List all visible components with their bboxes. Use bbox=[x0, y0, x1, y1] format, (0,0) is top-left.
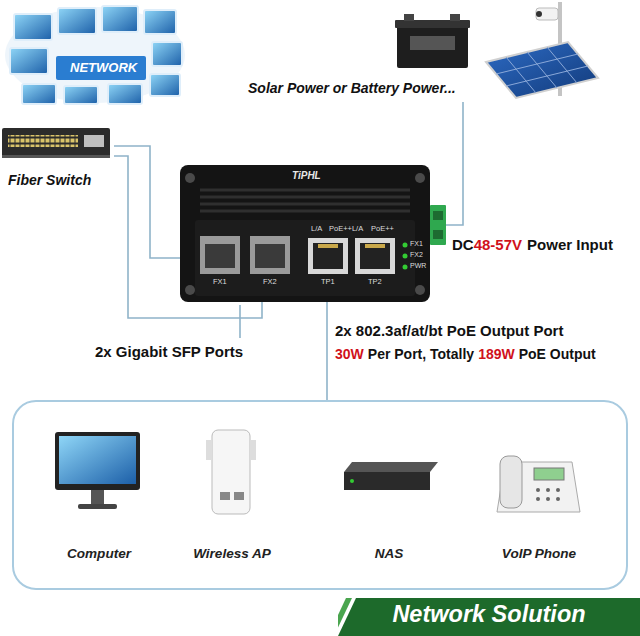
label-text: L/A bbox=[311, 225, 322, 234]
device-panel: ComputerWireless AP NASVoIP Phone bbox=[12, 400, 628, 590]
label-text: PWR bbox=[410, 262, 426, 270]
connector-line bbox=[446, 102, 463, 225]
poe-switch-image bbox=[180, 165, 446, 302]
spec-text: 48-57V bbox=[474, 236, 522, 253]
label-text: FX2 bbox=[263, 278, 277, 287]
connector-line bbox=[114, 146, 180, 258]
device-item: NAS bbox=[314, 422, 464, 582]
text-line: DC48-57V Power Input bbox=[452, 236, 613, 253]
node-label: Wireless AP bbox=[157, 546, 307, 562]
solar-camera-image bbox=[486, 2, 598, 98]
label-text: TP1 bbox=[321, 278, 335, 287]
device-item: Wireless AP bbox=[157, 422, 307, 582]
nas-icon bbox=[344, 462, 438, 490]
access-point-icon bbox=[206, 430, 256, 514]
label-text: 2x 802.3af/at/bt PoE Output Port bbox=[335, 322, 563, 339]
spec-text: 189W bbox=[478, 346, 515, 362]
label-text: NETWORK bbox=[70, 61, 137, 76]
label-text: FX2 bbox=[410, 251, 423, 259]
battery-image bbox=[395, 14, 470, 68]
connector-line bbox=[114, 156, 262, 318]
device-item: Computer bbox=[24, 422, 174, 582]
label-text: FX1 bbox=[213, 278, 227, 287]
node-label: Fiber Switch bbox=[8, 172, 91, 188]
node-label: Computer bbox=[24, 546, 174, 562]
label-text: 2x Gigabit SFP Ports bbox=[95, 343, 243, 360]
node-label: Solar Power or Battery Power... bbox=[248, 80, 456, 96]
label-text: FX1 bbox=[410, 240, 423, 248]
spec-text: 30W bbox=[335, 346, 364, 362]
power-source: Solar Power or Battery Power... bbox=[245, 4, 612, 102]
leader-line bbox=[239, 305, 241, 338]
spec-text: Per Port, Totally bbox=[368, 346, 474, 362]
node-label: NAS bbox=[314, 546, 464, 562]
banner-stripe bbox=[338, 598, 352, 636]
node-label: TiPHL bbox=[292, 170, 321, 182]
text-line: 30WPer Port, Totally189WPoE Output bbox=[335, 346, 596, 362]
spec-text: DC bbox=[452, 236, 474, 253]
computer-icon bbox=[55, 432, 140, 509]
voip-phone-icon bbox=[497, 456, 580, 512]
banner-fill bbox=[338, 598, 640, 636]
label-text: PoE++L/A bbox=[329, 225, 363, 234]
fiber-switch-image bbox=[2, 128, 110, 158]
node-label: VoIP Phone bbox=[464, 546, 614, 562]
spec-text: Power Input bbox=[527, 236, 613, 253]
label-text: TP2 bbox=[368, 278, 382, 287]
spec-text: PoE Output bbox=[519, 346, 596, 362]
node-label: Network Solution bbox=[338, 601, 640, 628]
fiber-switch: Fiber Switch bbox=[0, 120, 114, 192]
solution-banner: Network Solution bbox=[338, 598, 640, 636]
network-screens bbox=[5, 6, 185, 104]
label-text: PoE++ bbox=[371, 225, 394, 234]
connector-line bbox=[326, 302, 328, 400]
device-item: VoIP Phone bbox=[464, 422, 614, 582]
